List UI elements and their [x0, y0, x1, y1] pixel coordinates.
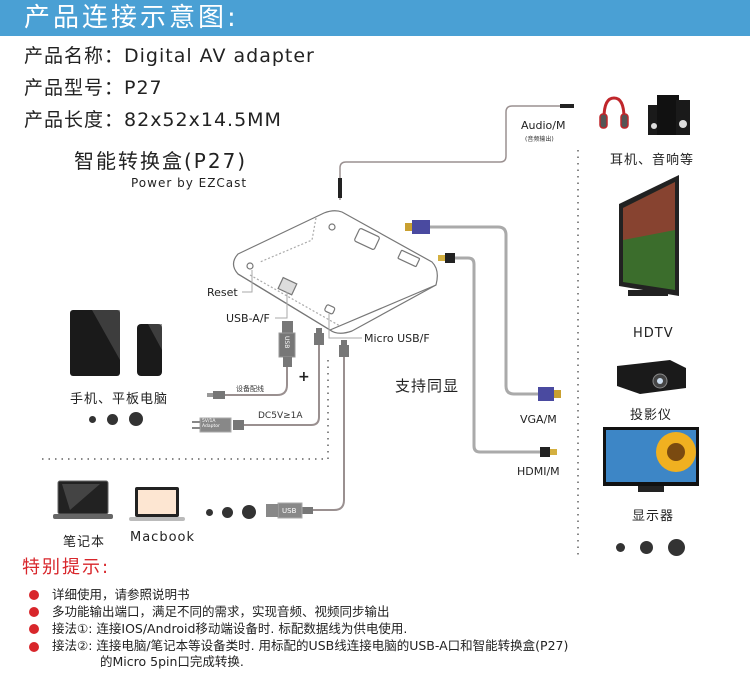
note-item: 接法①: 连接IOS/Android移动端设备时. 标配数据线为供电使用. [52, 621, 408, 636]
bullet-icon [29, 590, 39, 600]
tablet-icon [70, 310, 120, 376]
projector-caption: 投影仪 [630, 408, 673, 423]
laptop-usb-cable [313, 357, 345, 511]
dot-large-icon [129, 412, 143, 426]
device-cable [225, 367, 288, 396]
micro-usb-label: Micro USB/F [364, 332, 430, 345]
hdmi-connector-top-icon [438, 253, 455, 263]
hdtv-icon [619, 175, 679, 296]
notes-title: 特别提示: [22, 557, 111, 578]
bullet-icon [29, 607, 39, 617]
dot-small-icon [616, 543, 625, 552]
audio-plug-bottom-icon [338, 178, 342, 198]
hdtv-caption: HDTV [633, 326, 674, 341]
device-cable-label: 设备配线 [236, 385, 264, 393]
power-adapter-icon [199, 417, 232, 433]
spec-name: 产品名称：Digital AV adapter [24, 45, 315, 67]
spec-size: 产品长度：82x52x14.5MM [24, 109, 282, 131]
mobile-caption: 手机、平板电脑 [70, 392, 169, 407]
product-subtitle: Power by EZCast [131, 176, 248, 190]
bullet-icon [29, 624, 39, 634]
audio-plug-right-icon [560, 104, 574, 108]
usb-plug-text: USB [283, 336, 290, 349]
dot-medium-icon [222, 507, 233, 518]
vga-label: VGA/M [520, 413, 557, 426]
monitor-icon [603, 427, 699, 492]
note-item: 接法②: 连接电脑/笔记本等设备类时. 用标配的USB线连接电脑的USB-A口和… [52, 638, 569, 653]
laptop-usb-plug-text: USB [282, 507, 297, 515]
usb-plug-icon [278, 321, 296, 367]
projector-icon [617, 360, 686, 394]
dot-medium-icon [640, 541, 653, 554]
monitor-caption: 显示器 [632, 509, 675, 524]
audio-cable [339, 105, 570, 200]
micro-plug-icon [213, 391, 225, 399]
audio-devices-caption: 耳机、音响等 [610, 153, 695, 168]
product-title: 智能转换盒(P27) [74, 149, 248, 173]
usb-af-leader [275, 292, 288, 319]
note-continuation: 的Micro 5pin口完成转换. [100, 654, 244, 669]
header-bar [0, 0, 750, 36]
note-item: 多功能输出端口，满足不同的需求，实现音频、视频同步输出 [52, 604, 390, 619]
hdmi-label: HDMI/M [517, 465, 560, 478]
micro-usb-leader [328, 314, 362, 339]
power-cable [244, 345, 320, 426]
vga-connector-top-icon [405, 220, 430, 234]
vga-connector-bottom-icon [538, 387, 561, 401]
hdmi-connector-bottom-icon [540, 447, 557, 457]
laptop-micro-plug-icon [339, 345, 349, 357]
headphones-icon [599, 96, 629, 129]
note-item: 详细使用，请参照说明书 [52, 587, 190, 602]
bullet-icon [29, 642, 39, 652]
dot-medium-icon [107, 414, 118, 425]
reset-leader [242, 270, 253, 293]
sync-label: 支持同显 [395, 377, 460, 395]
adapter-box-icon [232, 210, 438, 334]
dot-small-icon [206, 509, 213, 516]
audio-label: Audio/M [521, 119, 566, 132]
power-micro-plug-icon [314, 333, 324, 345]
vga-cable [430, 225, 538, 396]
dot-small-icon [89, 416, 96, 423]
audio-sub-label: (音频输出) [525, 136, 554, 143]
hdmi-cable [452, 256, 540, 454]
spec-model: 产品型号：P27 [24, 77, 163, 99]
dot-large-icon [668, 539, 685, 556]
laptop-icon [53, 480, 113, 519]
dot-large-icon [242, 505, 256, 519]
dc-power-label: DC5V≥1A [258, 411, 303, 421]
speakers-icon [648, 95, 690, 135]
macbook-icon [129, 487, 185, 521]
plus-sign: + [298, 369, 310, 385]
reset-label: Reset [207, 286, 238, 299]
laptop-caption: 笔记本 [63, 535, 106, 550]
page-title: 产品连接示意图: [24, 3, 239, 33]
usb-af-label: USB-A/F [226, 312, 270, 325]
macbook-caption: Macbook [130, 530, 196, 545]
phone-icon [137, 324, 162, 376]
